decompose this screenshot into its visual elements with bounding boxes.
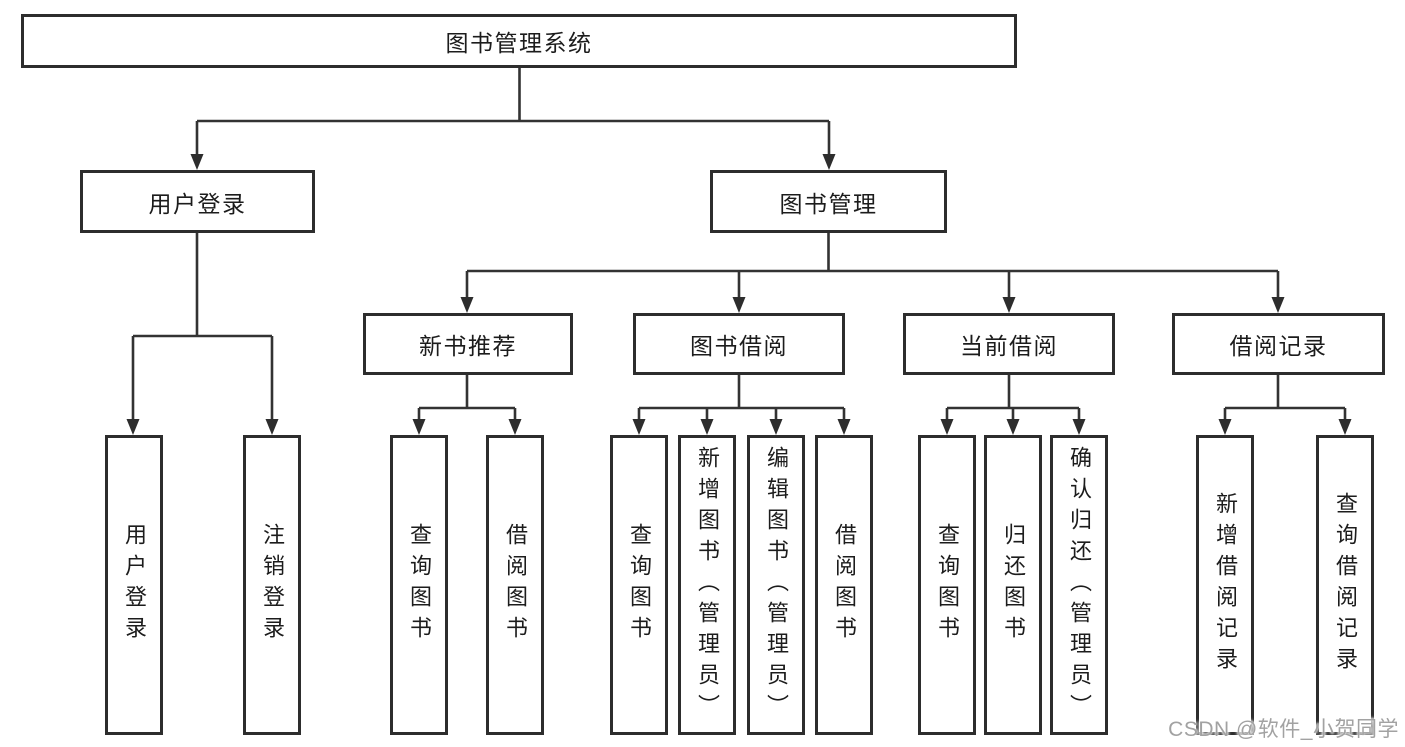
leaf-label: 新增图书（管理员） bbox=[695, 445, 720, 725]
node-label: 图书借阅 bbox=[690, 333, 788, 359]
leaf-label: 借阅图书 bbox=[503, 523, 528, 647]
node-user-login-branch: 用户登录 bbox=[80, 170, 315, 233]
node-label: 借阅记录 bbox=[1229, 333, 1328, 359]
leaf-query-borrow-record: 查询借阅记录 bbox=[1316, 435, 1374, 735]
node-label: 新书推荐 bbox=[419, 333, 517, 359]
node-book-management-branch: 图书管理 bbox=[710, 170, 947, 233]
leaf-query-books-recommend: 查询图书 bbox=[390, 435, 448, 735]
leaf-label: 查询图书 bbox=[935, 523, 960, 647]
leaf-return-books: 归还图书 bbox=[984, 435, 1042, 735]
connector-stems bbox=[131, 68, 1347, 420]
leaf-add-borrow-record: 新增借阅记录 bbox=[1196, 435, 1254, 735]
leaf-label: 归还图书 bbox=[1001, 523, 1026, 647]
leaf-label: 确认归还（管理员） bbox=[1067, 445, 1092, 725]
node-library-system-root: 图书管理系统 bbox=[21, 14, 1017, 68]
node-label: 当前借阅 bbox=[960, 333, 1058, 359]
leaf-confirm-return-admin: 确认归还（管理员） bbox=[1050, 435, 1108, 735]
node-current-borrowing: 当前借阅 bbox=[903, 313, 1115, 375]
leaf-borrow-books-borrowing: 借阅图书 bbox=[815, 435, 873, 735]
leaf-label: 查询图书 bbox=[627, 523, 652, 647]
leaf-borrow-books-recommend: 借阅图书 bbox=[486, 435, 544, 735]
node-label: 用户登录 bbox=[148, 190, 247, 217]
node-borrowing-records: 借阅记录 bbox=[1172, 313, 1385, 375]
node-label: 图书管理 bbox=[779, 190, 878, 217]
leaf-label: 查询图书 bbox=[407, 523, 432, 647]
leaf-query-books-borrowing: 查询图书 bbox=[610, 435, 668, 735]
leaf-edit-books-admin: 编辑图书（管理员） bbox=[747, 435, 805, 735]
leaf-label: 注销登录 bbox=[260, 523, 285, 647]
leaf-user-login: 用户登录 bbox=[105, 435, 163, 735]
node-book-borrowing: 图书借阅 bbox=[633, 313, 845, 375]
csdn-watermark: CSDN @软件_小贺同学 bbox=[1168, 718, 1399, 741]
leaf-label: 新增借阅记录 bbox=[1213, 492, 1238, 678]
leaf-label: 借阅图书 bbox=[832, 523, 857, 647]
node-new-book-recommendation: 新书推荐 bbox=[363, 313, 573, 375]
leaf-add-books-admin: 新增图书（管理员） bbox=[678, 435, 736, 735]
leaf-logout: 注销登录 bbox=[243, 435, 301, 735]
node-label: 图书管理系统 bbox=[445, 30, 593, 56]
leaf-label: 查询借阅记录 bbox=[1333, 492, 1358, 678]
leaf-query-books-current: 查询图书 bbox=[918, 435, 976, 735]
leaf-label: 编辑图书（管理员） bbox=[764, 445, 789, 725]
leaf-label: 用户登录 bbox=[122, 523, 147, 647]
